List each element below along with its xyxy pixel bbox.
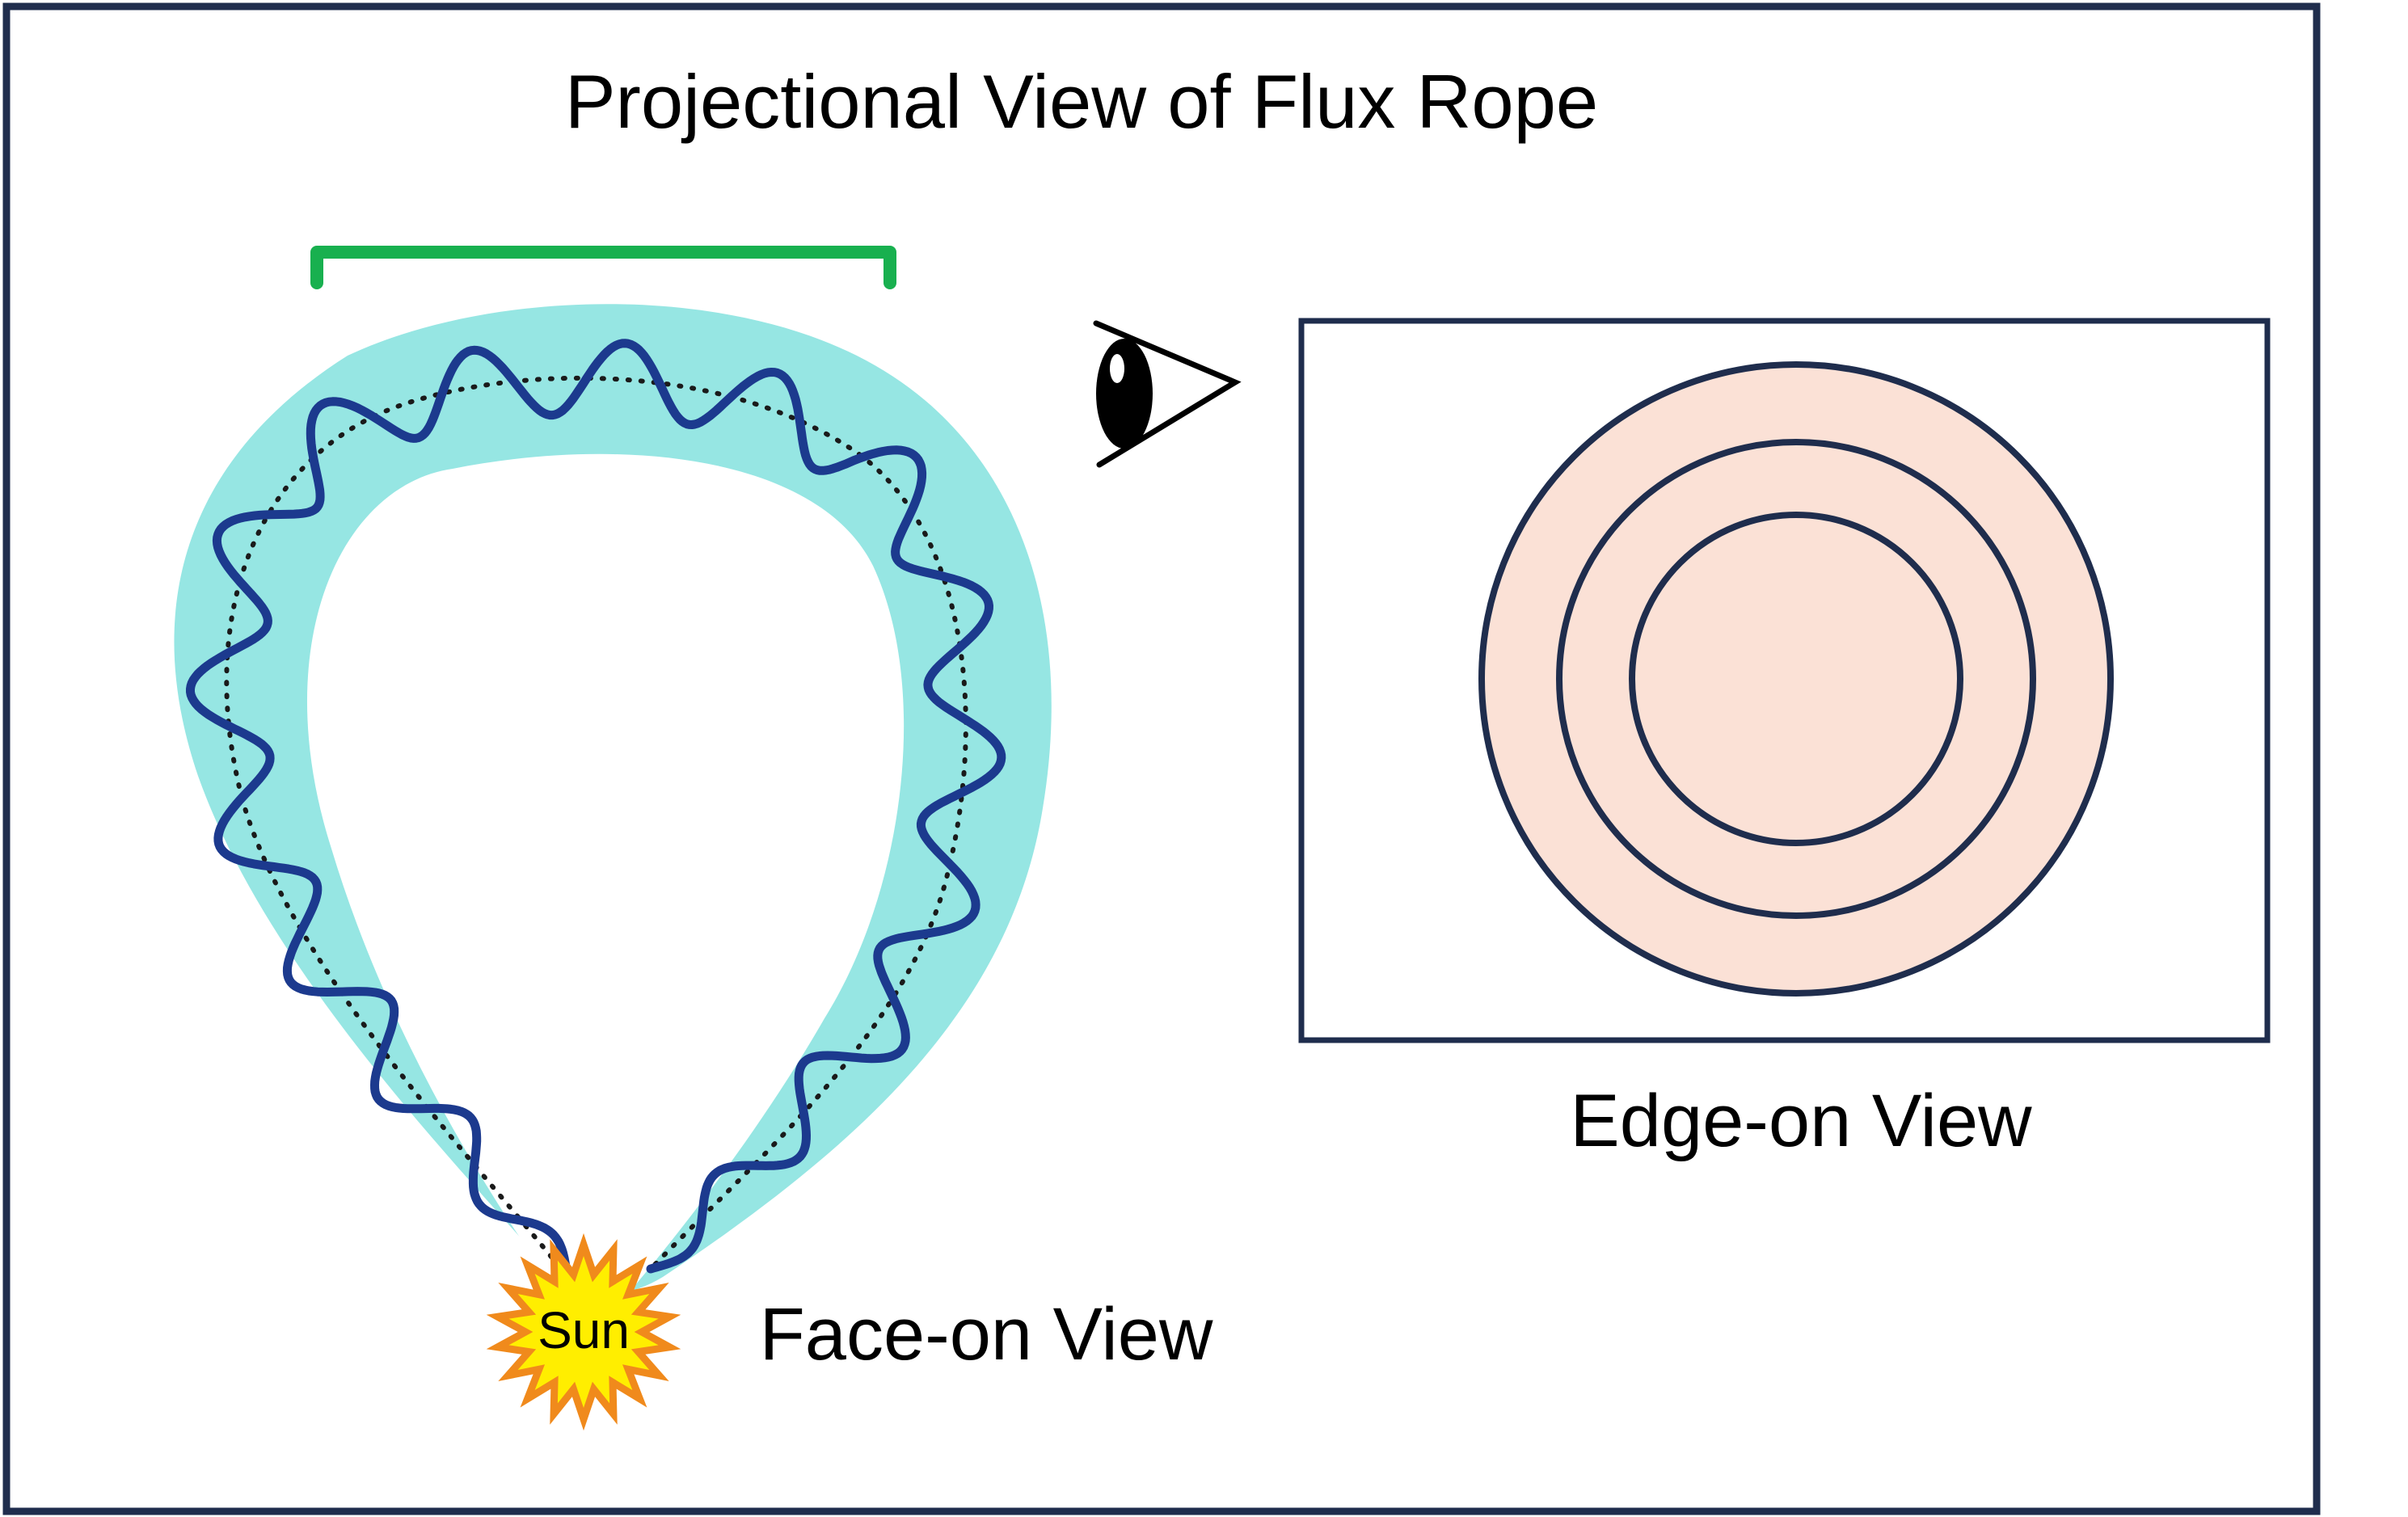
- inner-ring: [1629, 512, 1963, 846]
- helical-field-line: [186, 339, 1006, 1282]
- face-on-view-label: Face-on View: [760, 1293, 1213, 1376]
- width-bracket: [310, 246, 896, 289]
- flux-rope-axis: [224, 375, 968, 1279]
- edge-on-view-label: Edge-on View: [1570, 1080, 2032, 1162]
- eye-icon: [1093, 320, 1242, 468]
- sun-icon: Sun: [486, 1233, 681, 1431]
- sun-label: Sun: [538, 1301, 630, 1359]
- flux-rope-tube: [174, 304, 1052, 1294]
- diagram-title: Projectional View of Flux Rope: [565, 59, 1598, 144]
